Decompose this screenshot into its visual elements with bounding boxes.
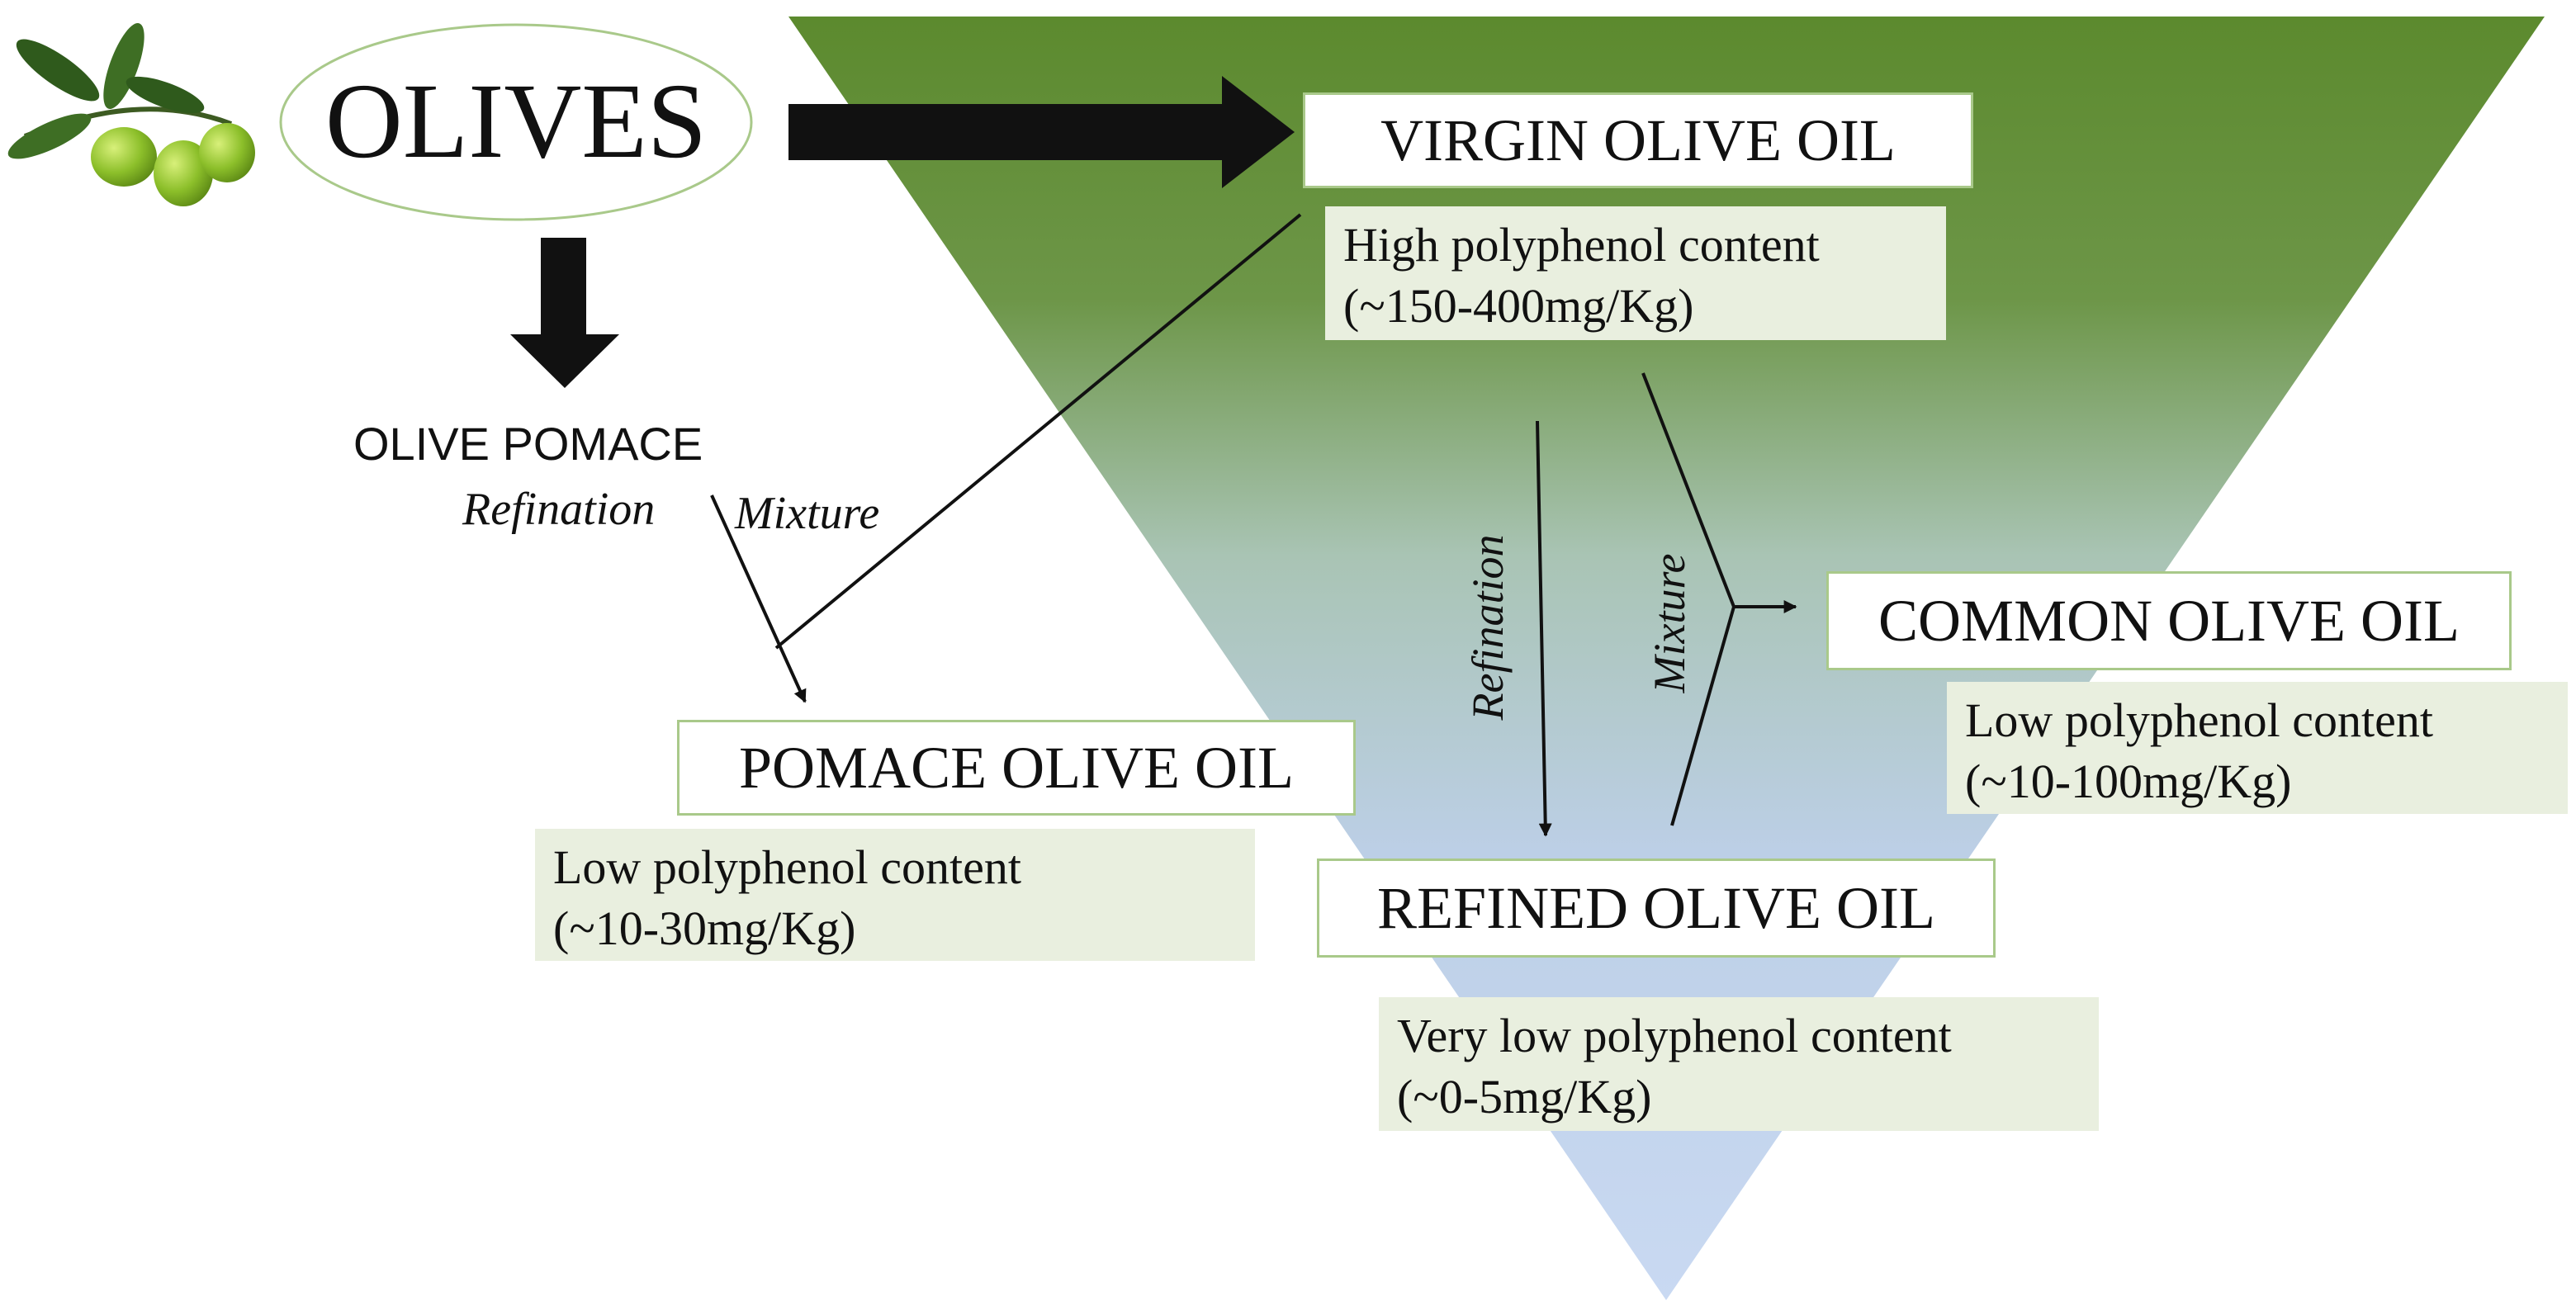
olives-ellipse xyxy=(279,23,753,221)
olives-title: OLIVES xyxy=(325,62,707,181)
virgin-olive-oil-note: High polyphenol content (~150-400mg/Kg) xyxy=(1325,206,1946,340)
virgin-olive-oil-label: VIRGIN OLIVE OIL xyxy=(1380,106,1896,173)
common-note-line2: (~10-100mg/Kg) xyxy=(1965,754,2292,808)
common-olive-oil-box: COMMON OLIVE OIL xyxy=(1826,571,2512,670)
pomace-olive-oil-label: POMACE OLIVE OIL xyxy=(739,734,1294,801)
label-center-mixture: Mixture xyxy=(1645,554,1694,694)
pomace-olive-oil-note: Low polyphenol content (~10-30mg/Kg) xyxy=(535,829,1255,961)
refined-note-line2: (~0-5mg/Kg) xyxy=(1397,1070,1652,1123)
label-pomace-mixture: Mixture xyxy=(735,488,880,539)
common-olive-oil-note: Low polyphenol content (~10-100mg/Kg) xyxy=(1947,682,2568,814)
pomace-note-line1: Low polyphenol content xyxy=(553,840,1022,894)
arrow-olives-to-pomace xyxy=(510,238,619,388)
line-virgin-to-refined xyxy=(1536,420,1552,837)
refined-note-line1: Very low polyphenol content xyxy=(1397,1009,1952,1062)
common-olive-oil-label: COMMON OLIVE OIL xyxy=(1878,587,2460,654)
pomace-olive-oil-box: POMACE OLIVE OIL xyxy=(677,720,1356,816)
refined-olive-oil-label: REFINED OLIVE OIL xyxy=(1377,874,1935,941)
line-pomace-refination xyxy=(710,494,807,703)
common-note-line1: Low polyphenol content xyxy=(1965,693,2434,747)
polyphenol-triangle xyxy=(788,17,2545,1300)
line-virgin-mixture xyxy=(774,213,1302,650)
label-center-refination: Refination xyxy=(1463,535,1513,721)
arrow-olives-to-virgin xyxy=(788,76,1295,188)
label-pomace-refination: Refination xyxy=(462,484,656,535)
refined-olive-oil-box: REFINED OLIVE OIL xyxy=(1317,859,1996,958)
olive-pomace-label: OLIVE POMACE xyxy=(353,418,703,470)
virgin-note-line1: High polyphenol content xyxy=(1343,218,1820,272)
refined-olive-oil-note: Very low polyphenol content (~0-5mg/Kg) xyxy=(1379,997,2099,1131)
olive-branch-icon xyxy=(7,22,255,206)
pomace-note-line2: (~10-30mg/Kg) xyxy=(553,901,856,955)
virgin-note-line2: (~150-400mg/Kg) xyxy=(1343,279,1694,333)
virgin-olive-oil-box: VIRGIN OLIVE OIL xyxy=(1303,92,1973,188)
